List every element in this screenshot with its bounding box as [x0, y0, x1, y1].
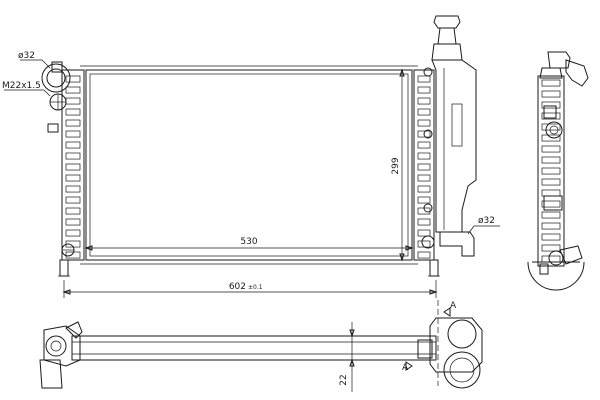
- tank-fin: [541, 145, 561, 153]
- tank-fin: [541, 178, 561, 186]
- tank-fin: [65, 174, 81, 182]
- tank-fin: [541, 134, 561, 142]
- tank-fin: [417, 152, 431, 160]
- tank-fin: [417, 218, 431, 226]
- tank-fin: [541, 167, 561, 175]
- tank-fin: [541, 90, 561, 98]
- tank-fin: [541, 233, 561, 241]
- left-tank: [41, 61, 85, 277]
- tank-fin: [541, 255, 561, 263]
- tank-fin: [65, 163, 81, 171]
- tank-fin: [541, 189, 561, 197]
- tank-fin: [65, 108, 81, 116]
- core-height-dimension: 299: [391, 157, 401, 174]
- tank-fin: [417, 97, 431, 105]
- tank-fin: [65, 251, 81, 259]
- tank-fin: [65, 229, 81, 237]
- side-view: [527, 51, 589, 291]
- tank-fin: [65, 141, 81, 149]
- tank-fin: [417, 130, 431, 138]
- tank-fin: [65, 218, 81, 226]
- tank-fin: [417, 229, 431, 237]
- overall-width-tolerance: ±0.1: [248, 284, 263, 291]
- core-depth-dimension: 22: [339, 374, 349, 385]
- inlet-diameter-label: ø32: [18, 51, 35, 61]
- tank-fin: [65, 130, 81, 138]
- section-mark-top: A: [450, 301, 457, 311]
- tank-fin: [541, 101, 561, 109]
- tank-fin: [65, 75, 81, 83]
- right-tank: [413, 15, 477, 277]
- core-width-dimension: 530: [240, 237, 257, 247]
- tank-fin: [541, 244, 561, 252]
- tank-fin: [417, 185, 431, 193]
- tank-fin: [417, 196, 431, 204]
- tank-fin: [417, 119, 431, 127]
- tank-fin: [65, 196, 81, 204]
- tank-fin: [541, 79, 561, 87]
- tank-fin: [65, 207, 81, 215]
- tank-fin: [417, 108, 431, 116]
- tank-fin: [417, 86, 431, 94]
- overall-width-dimension: 602: [229, 282, 246, 292]
- top-view: A A 22: [39, 300, 483, 392]
- tank-fin: [541, 222, 561, 230]
- tank-fin: [417, 174, 431, 182]
- tank-fin: [65, 97, 81, 105]
- tank-fin: [65, 119, 81, 127]
- tank-fin: [541, 156, 561, 164]
- tank-fin: [65, 152, 81, 160]
- tank-fin: [417, 75, 431, 83]
- tank-fin: [417, 163, 431, 171]
- tank-fin: [65, 185, 81, 193]
- tank-fin: [417, 251, 431, 259]
- tank-fin: [417, 141, 431, 149]
- tank-fin: [541, 112, 561, 120]
- tank-fin: [541, 200, 561, 208]
- front-view: 530 299 602 ±0.1 ø32 M22x1.5 ø32: [2, 15, 500, 298]
- tank-fin: [65, 86, 81, 94]
- tank-fin: [541, 123, 561, 131]
- thread-spec-label: M22x1.5: [2, 81, 41, 91]
- outlet-diameter-label: ø32: [478, 216, 495, 226]
- radiator-core: [85, 69, 413, 261]
- tank-fin: [541, 211, 561, 219]
